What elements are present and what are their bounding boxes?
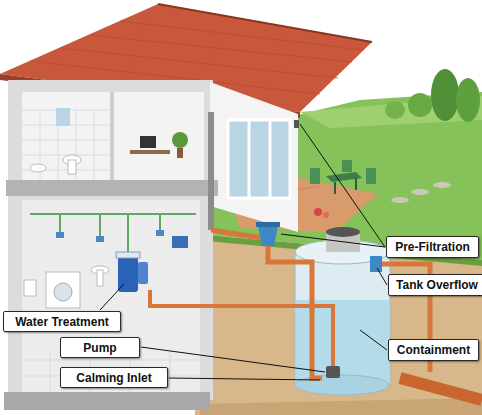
house-part: [22, 200, 200, 392]
house-part: [177, 148, 183, 158]
garden-part: [314, 208, 322, 216]
garden-part: [433, 182, 451, 188]
callout-label: Tank Overflow: [396, 278, 478, 292]
house-part: [68, 160, 76, 174]
null-part-part: [120, 21, 364, 50]
callout-box: Water Treatment: [3, 311, 121, 332]
house-part: [138, 262, 148, 284]
tank-part: [326, 366, 340, 378]
null-part-part: [99, 214, 101, 236]
null-part-part: [170, 350, 171, 392]
house-part: [116, 252, 140, 258]
null-part-part: [22, 155, 110, 156]
null-part-part: [22, 140, 110, 141]
garden-part: [408, 93, 432, 117]
house-part: [8, 80, 213, 400]
house-part: [248, 120, 251, 198]
leader-lines-part: [377, 268, 387, 285]
garden: [195, 69, 482, 260]
house-part: [4, 392, 210, 410]
callout-label: Calming Inlet: [76, 371, 151, 385]
garden-part: [431, 69, 459, 121]
garden-part: [323, 212, 329, 218]
garden-part: [366, 168, 376, 184]
leader-lines-part: [360, 330, 387, 350]
null-part-part: [156, 230, 164, 236]
house-part: [269, 120, 272, 198]
tank: [150, 227, 482, 400]
garden-part: [385, 101, 405, 119]
callout-box: Pump: [60, 337, 140, 358]
soil-section-part: [195, 234, 482, 415]
null-part-part: [60, 48, 338, 78]
null-part-part: [159, 214, 161, 230]
null-part-part: [94, 110, 95, 180]
downpipe-part: [211, 230, 262, 238]
house-part: [30, 164, 46, 172]
soil-section: [195, 234, 482, 415]
callout-label: Water Treatment: [15, 315, 109, 329]
house-part: [22, 92, 204, 180]
house-part: [172, 236, 188, 248]
house-part: [130, 150, 170, 154]
tank-part: [150, 290, 333, 366]
tank-part: [326, 227, 360, 237]
house-part: [110, 92, 114, 180]
tank-part: [268, 246, 322, 378]
leader-lines-part: [281, 234, 385, 247]
downpipe: [208, 112, 280, 246]
tank-part: [400, 378, 482, 400]
null-part-part: [30, 213, 196, 215]
null-part-part: [50, 350, 51, 392]
house-part: [46, 272, 80, 308]
house-part: [54, 283, 72, 301]
house-part: [228, 120, 290, 198]
roof-part: [158, 4, 372, 42]
null-part-part: [56, 232, 64, 238]
leader-lines-part: [100, 284, 124, 310]
house: [4, 80, 299, 410]
leader-lines-part: [300, 124, 385, 247]
tank-part: [370, 256, 382, 272]
downpipe-part: [256, 222, 280, 227]
callout-box: Containment: [388, 339, 479, 361]
callout-label: Pre-Filtration: [395, 240, 470, 254]
leader-lines-part: [141, 347, 325, 372]
callout-box: Pre-Filtration: [386, 236, 479, 258]
callout-label: Containment: [397, 343, 470, 357]
house-part: [6, 180, 218, 196]
house-part: [97, 270, 103, 286]
house-part: [140, 136, 156, 148]
leader-lines: [100, 124, 387, 380]
tank-part: [295, 252, 390, 385]
downpipe-part: [208, 112, 214, 230]
tank-part: [295, 375, 389, 395]
garden-part: [310, 168, 320, 184]
house-part: [210, 82, 298, 232]
null-part: [56, 230, 164, 242]
house-part: [24, 280, 36, 296]
callout-box: Calming Inlet: [60, 367, 168, 388]
house-part: [294, 120, 299, 128]
downpipe-part: [258, 226, 278, 246]
null-part-part: [22, 360, 200, 361]
callout-box: Tank Overflow: [388, 274, 482, 296]
house-part: [56, 108, 70, 126]
null-part: [30, 214, 196, 256]
null-part-part: [90, 35, 352, 62]
garden-part: [342, 160, 352, 172]
garden-part: [456, 78, 480, 122]
garden-part: [355, 178, 357, 190]
leader-lines-part: [169, 378, 320, 380]
null-part-part: [59, 214, 61, 232]
garden-part: [411, 189, 429, 195]
callout-label: Pump: [83, 341, 116, 355]
garden-part: [334, 182, 336, 194]
null-part-part: [127, 214, 129, 256]
garden-part: [391, 197, 409, 203]
null-part-part: [96, 236, 104, 242]
house-part: [172, 132, 188, 148]
soil-section-part: [200, 398, 482, 415]
